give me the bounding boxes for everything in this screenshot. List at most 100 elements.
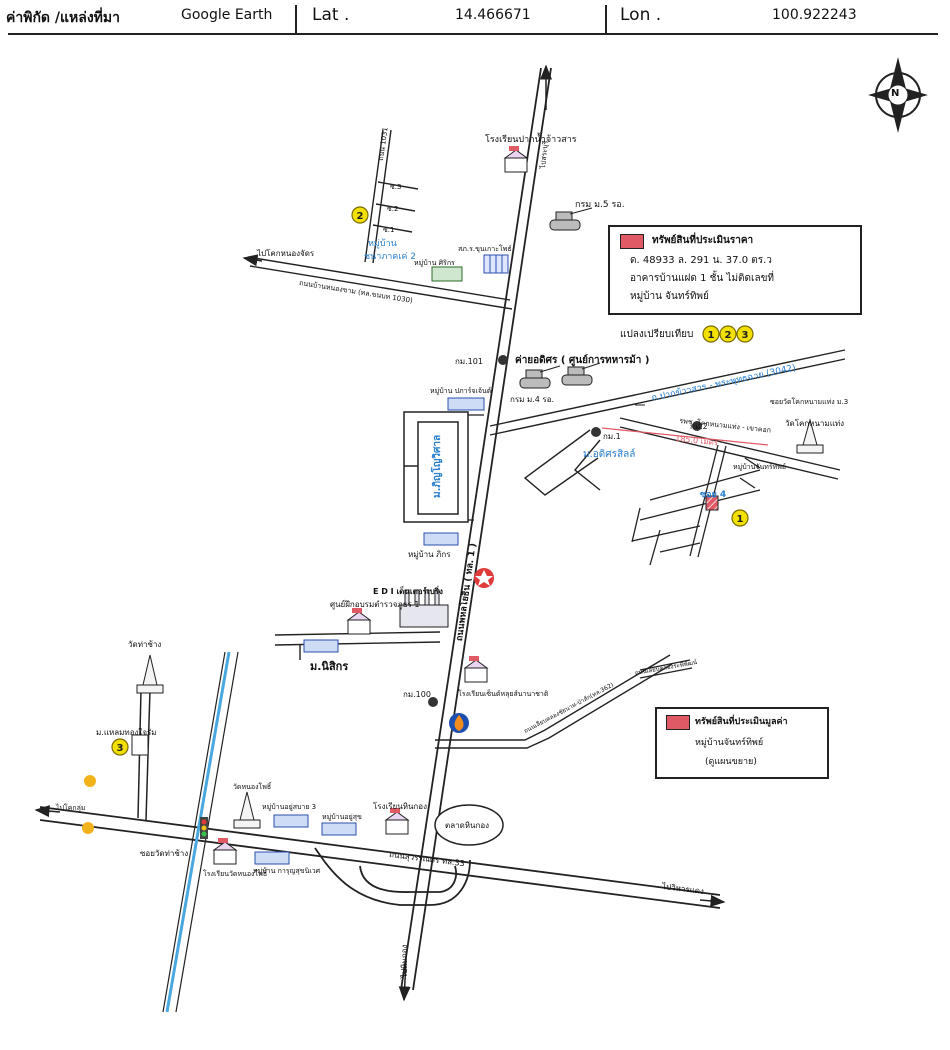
road-3042: [489, 349, 846, 480]
compass-north-letter: N: [891, 88, 900, 99]
compass-north-icon: [868, 57, 928, 133]
header-rule: [8, 33, 938, 35]
label-tank-camp-5: กรม ม.5 รอ.: [575, 200, 625, 210]
temple-icon: [136, 654, 164, 694]
interchange-loop: [314, 847, 471, 906]
label-market: ตลาดหินกอง: [445, 821, 490, 830]
lon-value: 100.922243: [772, 7, 857, 23]
school-icon: [212, 838, 238, 865]
label-village-2: หมู่บ้าน: [368, 239, 397, 249]
label-to-lopburi: ไปโคกลุ่ม: [56, 804, 86, 812]
header-divider: [605, 5, 607, 33]
factory-icon: [399, 589, 449, 628]
label-village-karu: หมู่บ้าน การุญสุขนิเวศ: [253, 867, 321, 875]
label-w1: ซ.1: [383, 226, 395, 234]
chantip-village-roads: [631, 444, 761, 566]
label-soi-road: ซอยวัดโคกหนามแท่ง ม.3: [770, 398, 849, 406]
school-icon: [463, 656, 489, 683]
coord-source-label: ค่าพิกัด /แหล่งที่มา: [6, 10, 120, 26]
suwansorn-road: [39, 806, 721, 909]
label-w3: ซ.3: [390, 183, 402, 191]
label-km1: กม.1: [603, 432, 621, 441]
label-big-village: ม.ภิญโญวิศาล: [432, 434, 443, 498]
big-village-block: [403, 411, 469, 523]
legend-bottom-title: ทรัพย์สินที่ประเมินมูลค่า: [695, 717, 788, 727]
label-tank-camp-4: กรม ม.4 รอ.: [510, 395, 555, 404]
label-village-u3: หมู่บ้านอยู่สบาย 3: [262, 803, 317, 811]
label-school-hinkong: โรงเรียนหินกอง: [373, 802, 427, 811]
comparison-plot-markers: [111, 206, 754, 756]
label-km2: กม.2: [690, 422, 708, 431]
legend-bottom-line2: (ดูแผนขยาย): [705, 757, 757, 767]
label-school-rajaburi: โรงเรียนเซ็นต์หลุยส์นานาชาติ: [458, 690, 549, 698]
km-markers: [428, 355, 702, 707]
tank-icon: [519, 362, 601, 389]
legend-title: ทรัพย์สินที่ประเมินราคา: [652, 235, 754, 246]
label-village-2b: ชนาภาคเค่ 2: [364, 252, 417, 262]
phahonyothin-highway: [400, 67, 552, 991]
label-village-phikorn: หมู่บ้าน ภิกร: [408, 550, 451, 559]
school-icon: [384, 808, 410, 835]
property-legend-box: ทรัพย์สินที่ประเมินราคา ด. 48933 ล. 291 …: [608, 225, 862, 315]
label-temple-nongpon: วัดหนองโพธิ์: [233, 783, 272, 791]
school-icon: [346, 608, 372, 635]
temple-icon: [233, 791, 261, 829]
lat-value: 14.466671: [455, 7, 531, 23]
tank-icon: [549, 207, 593, 231]
village-sirikon-icon: [431, 266, 463, 282]
label-village-ayu: หมู่บ้านอยู่สุข: [322, 813, 362, 821]
label-tech-center: ศูนย์ฝึกอบรมตำรวจภูธร 1: [330, 600, 420, 609]
gas-station-icon: [474, 568, 494, 588]
svg-text:2: 2: [725, 330, 732, 341]
label-temple-thachang: วัดท่าช้าง: [128, 640, 162, 649]
property-plot-marker: [705, 495, 719, 511]
comparison-plots-label: แปลงเปรียบเทียบ: [620, 329, 694, 340]
label-village-sirikon: หมู่บ้าน ศิริกร: [414, 259, 455, 267]
lat-label: Lat .: [312, 5, 350, 25]
village-house-icons: [254, 397, 485, 865]
label-school-top: โรงเรียนปากน้ำจ้าวสาร: [485, 135, 577, 145]
header-divider: [295, 5, 297, 33]
svg-text:1: 1: [708, 330, 715, 341]
label-village-pk: หมู่บ้าน ปภาร์จเจ้นต์: [430, 387, 492, 395]
source-value: Google Earth: [181, 7, 273, 23]
label-village-nisikorn: ม.นิสิกร: [310, 660, 349, 673]
label-to-phanom: ไปโคกหนองจัดร: [257, 249, 315, 258]
label-soi-thachang: ซอยวัดท่าช้าง: [140, 849, 189, 858]
market-circle: [434, 804, 504, 846]
label-village-maew: ม.แหลมทองใจรัม: [96, 728, 157, 737]
valuation-swatch: [666, 715, 690, 730]
label-km100: กม.100: [403, 690, 431, 699]
valuation-legend-box: ทรัพย์สินที่ประเมินมูลค่า หมู่บ้านจันทร์…: [655, 707, 829, 779]
legend-line1: ด. 48933 ล. 291 น. 37.0 ตร.ว: [630, 255, 772, 266]
label-village-chantip: หมู่บ้านจันทร์ทิพย์: [733, 463, 786, 471]
svg-text:3: 3: [742, 330, 749, 341]
road-1030: [247, 129, 513, 310]
label-w2: ซ.2: [387, 205, 399, 213]
label-soi4: ซอย 4: [700, 490, 727, 500]
traffic-light-icon: [200, 817, 208, 839]
label-adisorn-school: ม.อดิศรสิลล์: [583, 449, 636, 460]
property-swatch: [620, 234, 644, 249]
label-to-hinkong: ไปหินกอง: [400, 944, 409, 978]
label-km101: กม.101: [455, 357, 483, 366]
label-edi: E D I เด็นเตอร์เบริ่ง: [373, 587, 443, 596]
label-temple-khoknam: วัดโคกหนามแท่ง: [785, 419, 845, 428]
lon-label: Lon .: [620, 5, 662, 25]
svg-text:3: 3: [117, 743, 124, 754]
gas-station-icon: [449, 713, 469, 733]
police-station-icon: [483, 254, 509, 274]
svg-text:1: 1: [737, 514, 744, 525]
location-pin-icon: [82, 775, 96, 834]
label-camp-adisorn: ค่ายอดิศร ( ศูนย์การทหารม้า ): [515, 355, 650, 366]
legend-line3: หมู่บ้าน จันทร์ทิพย์: [630, 291, 709, 302]
coordinate-header: ค่าพิกัด /แหล่งที่มา Google Earth Lat . …: [0, 0, 950, 34]
svg-text:2: 2: [357, 211, 364, 222]
legend-line2: อาคารบ้านแฝด 1 ชั้น ไม่ติดเลขที่: [630, 273, 774, 284]
label-school-wat: โรงเรียนวัดหนองโพธิ์: [203, 870, 268, 878]
school-icon: [503, 146, 529, 173]
temple-icon: [796, 418, 824, 454]
south-arrow-road: [398, 959, 411, 1002]
legend-bottom-line1: หมู่บ้านจันทร์ทิพย์: [695, 738, 764, 748]
